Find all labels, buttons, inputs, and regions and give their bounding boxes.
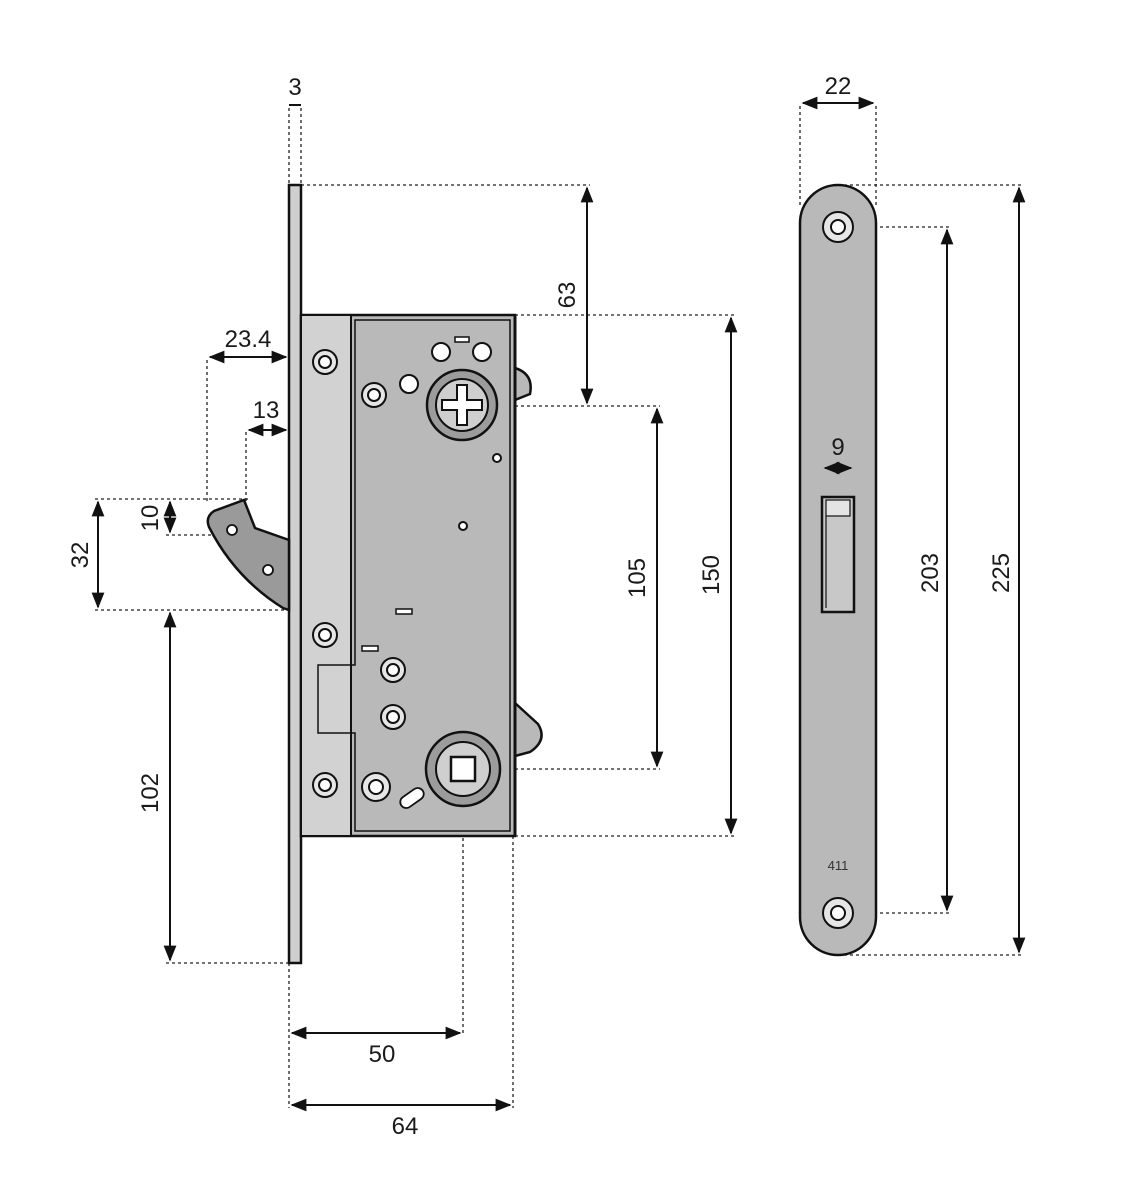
strike-plate-view: 411 22 9 203 225 <box>798 73 1026 957</box>
dim-case-depth: 64 <box>392 1113 419 1140</box>
cylinder-cam <box>425 368 499 442</box>
dim-strike-slot-width: 9 <box>831 434 844 461</box>
hook-bolt <box>206 498 291 612</box>
dim-cylinder-to-handle: 105 <box>624 558 651 598</box>
case-fixing-holes <box>361 336 502 809</box>
strike-screw-holes <box>822 211 854 929</box>
dim-hook-reach: 23.4 <box>225 326 272 353</box>
dim-case-height: 150 <box>698 555 725 595</box>
faceplate-screw-holes <box>312 349 338 798</box>
dim-backset: 50 <box>369 1041 396 1068</box>
dim-faceplate-thickness: 3 <box>288 74 301 101</box>
handle-follower <box>424 730 502 808</box>
dim-hook-throw: 13 <box>253 397 280 424</box>
mortise-lock-view: 3 23.4 13 10 32 102 63 105 150 50 64 <box>67 74 738 1140</box>
faceplate <box>287 183 303 965</box>
dim-hook-height: 32 <box>67 542 94 569</box>
front-strip <box>300 314 352 837</box>
extension-lines <box>95 108 735 1108</box>
dim-hook-to-bottom: 102 <box>137 773 164 813</box>
dim-strike-width: 22 <box>825 73 852 100</box>
dim-strike-length: 225 <box>988 553 1015 593</box>
lock-case <box>299 313 543 838</box>
strike-marking: 411 <box>828 858 849 873</box>
dimension-arrows-right <box>801 96 1026 954</box>
dim-hook-depth: 10 <box>137 505 164 532</box>
dim-top-to-cylinder: 63 <box>554 282 581 309</box>
dimension-arrows-left <box>91 104 738 1112</box>
case-inner-outline <box>317 319 511 832</box>
strike-slot <box>820 495 856 614</box>
dim-strike-hole-spacing: 203 <box>917 553 944 593</box>
